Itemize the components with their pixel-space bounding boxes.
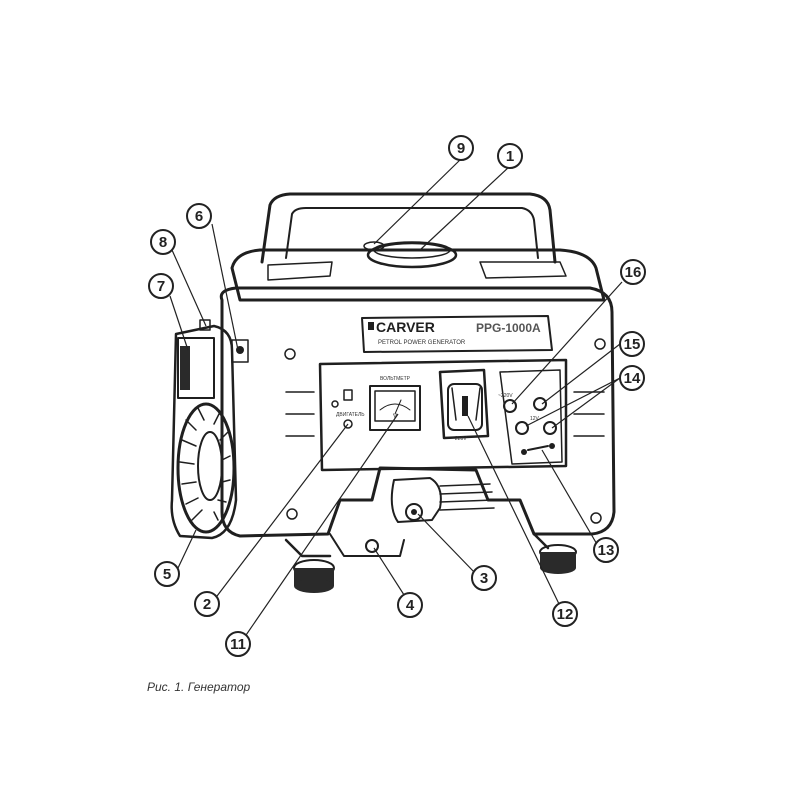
svg-text:13: 13 <box>598 542 615 559</box>
callout-7: 7 <box>148 273 174 299</box>
svg-text:1: 1 <box>506 148 514 165</box>
svg-text:12: 12 <box>557 606 574 623</box>
left-panel-label: ДВИГАТЕЛЬ <box>336 412 365 418</box>
svg-text:14: 14 <box>624 370 641 387</box>
svg-text:3: 3 <box>480 570 488 587</box>
callout-1: 1 <box>497 143 523 169</box>
callout-2: 2 <box>194 591 220 617</box>
brand-subtitle: PETROL POWER GENERATOR <box>378 340 466 346</box>
svg-text:7: 7 <box>157 278 165 295</box>
svg-text:16: 16 <box>625 264 642 281</box>
callout-8: 8 <box>150 229 176 255</box>
callout-6: 6 <box>186 203 212 229</box>
svg-text:5: 5 <box>163 566 171 583</box>
svg-text:2: 2 <box>203 596 211 613</box>
callout-11: 11 <box>225 631 251 657</box>
dc-label-left: ~220V <box>498 393 513 399</box>
meter-unit: V <box>393 414 397 420</box>
svg-text:6: 6 <box>195 208 203 225</box>
callout-12: 12 <box>552 601 578 627</box>
callout-3: 3 <box>471 565 497 591</box>
svg-text:9: 9 <box>457 140 465 157</box>
callout-5: 5 <box>154 561 180 587</box>
brand-model: PPG-1000A <box>476 321 541 335</box>
svg-text:8: 8 <box>159 234 167 251</box>
meter-label: ВОЛЬТМЕТР <box>380 376 411 382</box>
callouts: 1 2 3 4 5 6 7 8 9 11 12 13 14 15 16 <box>148 135 646 657</box>
callout-13: 13 <box>593 537 619 563</box>
svg-text:11: 11 <box>230 636 246 653</box>
svg-text:15: 15 <box>624 336 641 353</box>
socket-label: ~220V <box>452 436 467 442</box>
generator-illustration: CARVER PPG-1000A PETROL POWER GENERATOR … <box>170 192 616 593</box>
leader-lines <box>169 157 623 639</box>
dc-label-12v: 12V <box>530 416 540 422</box>
svg-text:4: 4 <box>406 597 415 614</box>
callout-4: 4 <box>397 592 423 618</box>
callout-9: 9 <box>448 135 474 161</box>
figure-caption: Рис. 1. Генератор <box>147 680 251 694</box>
callout-14: 14 <box>619 365 645 391</box>
brand-logo: CARVER <box>376 319 435 335</box>
callout-15: 15 <box>619 331 645 357</box>
callout-16: 16 <box>620 259 646 285</box>
